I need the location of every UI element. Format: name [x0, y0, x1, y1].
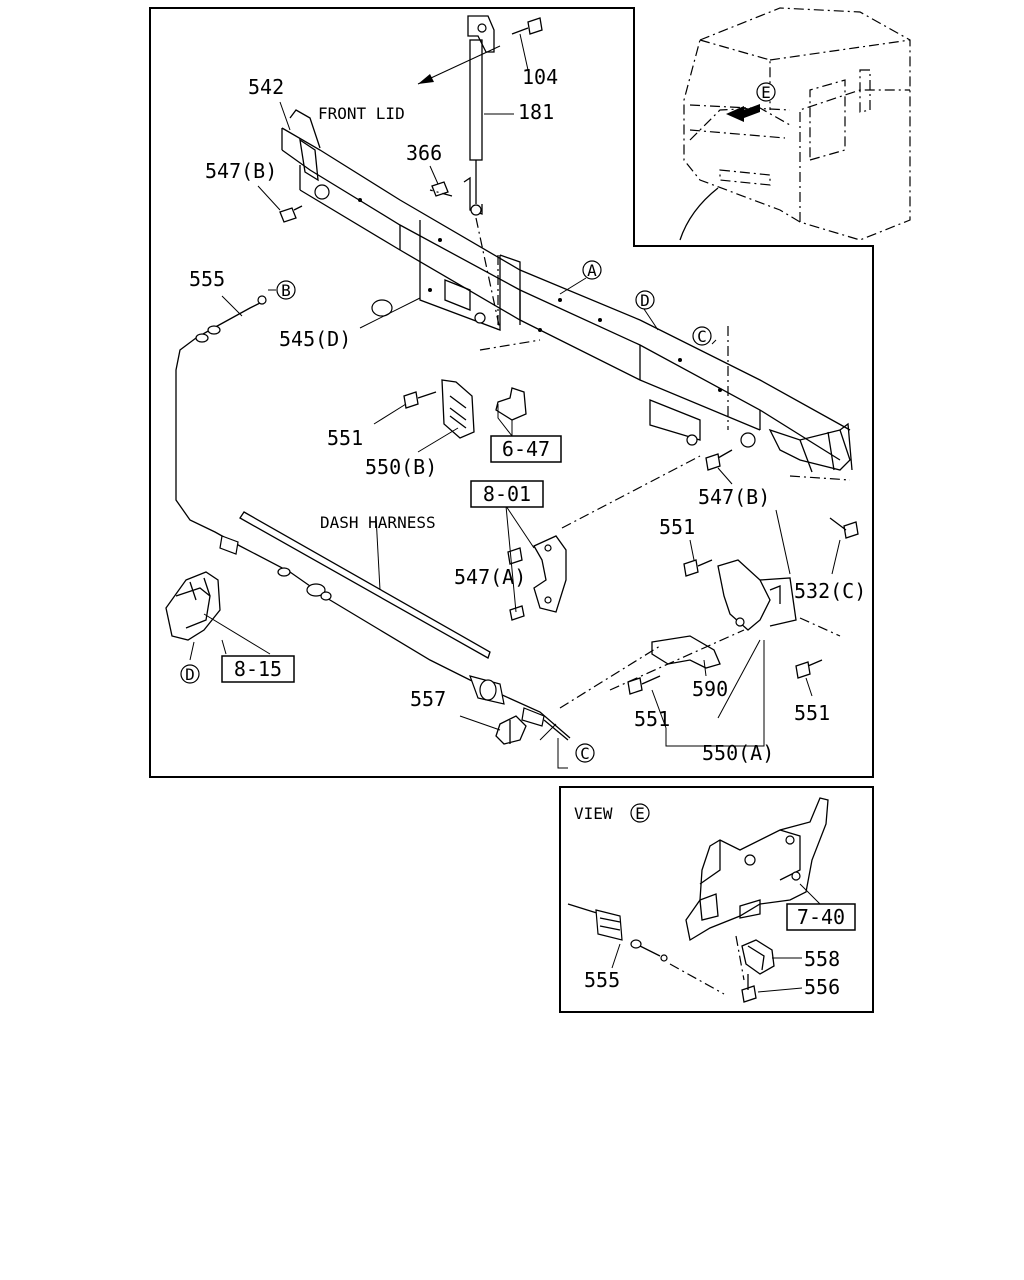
bracket-550b [403, 379, 475, 439]
label-551-a: 551 [327, 426, 363, 450]
front-lid-arrow [417, 45, 501, 85]
marker-d-bottom-label: D [185, 665, 195, 684]
label-547a: 547(A) [454, 565, 526, 589]
ref-box-815 [221, 655, 295, 683]
label-558: 558 [804, 947, 840, 971]
bolt-104 [511, 17, 543, 35]
screw-556 [741, 974, 757, 1003]
plug-545d [371, 299, 393, 317]
marker-d-top-label: D [640, 291, 650, 310]
view-e-bracket [685, 797, 829, 942]
bolt-551-d [795, 659, 823, 679]
label-551-c: 551 [634, 707, 670, 731]
ref-815-label: 8-15 [234, 657, 282, 681]
main-frame [149, 7, 874, 778]
dashed-leaders [479, 255, 851, 709]
bolt-547b-right [705, 449, 733, 471]
cable-555 [175, 295, 571, 741]
label-532c: 532(C) [794, 579, 866, 603]
ref-801-label: 8-01 [483, 482, 531, 506]
nut-366 [431, 181, 449, 197]
view-e-marker [630, 803, 650, 823]
label-590: 590 [692, 677, 728, 701]
bolt-551-c [627, 675, 661, 695]
label-556: 556 [804, 975, 840, 999]
clip-557 [495, 715, 527, 745]
ref-box-740 [786, 903, 856, 931]
label-dash-harness: DASH HARNESS [320, 513, 436, 532]
marker-c-bottom [575, 743, 595, 763]
bracket-647 [495, 387, 527, 421]
gas-strut [429, 15, 501, 331]
label-547b-right: 547(B) [698, 485, 770, 509]
marker-c-bottom-label: C [580, 744, 590, 763]
marker-d-top [635, 290, 655, 310]
bolt-547b-top [279, 205, 303, 223]
bracket-550a [717, 559, 797, 631]
view-e-marker-label: E [635, 804, 645, 823]
marker-b-label: B [281, 281, 291, 300]
label-550a: 550(A) [702, 741, 774, 765]
cross-member [281, 109, 853, 473]
ref-740-label: 7-40 [797, 905, 845, 929]
bracket-801 [507, 535, 567, 621]
label-555-main: 555 [189, 267, 225, 291]
marker-c-top [692, 326, 712, 346]
label-547b-top: 547(B) [205, 159, 277, 183]
leader-lines [189, 33, 841, 769]
bolt-532c [829, 517, 859, 539]
label-557: 557 [410, 687, 446, 711]
clip-558 [741, 939, 775, 975]
label-551-d: 551 [794, 701, 830, 725]
label-545d: 545(D) [279, 327, 351, 351]
marker-d-bottom [180, 664, 200, 684]
label-181: 181 [518, 100, 554, 124]
ref-box-647 [490, 435, 562, 463]
label-542: 542 [248, 75, 284, 99]
label-view: VIEW [574, 804, 613, 823]
view-marker-e [756, 82, 776, 102]
marker-c-top-label: C [697, 327, 707, 346]
bolt-551-b [683, 559, 713, 577]
label-front-lid: FRONT LID [318, 104, 405, 123]
label-551-b: 551 [659, 515, 695, 539]
marker-b [276, 280, 296, 300]
marker-a-label: A [587, 261, 597, 280]
label-104: 104 [522, 65, 558, 89]
marker-a [582, 260, 602, 280]
label-550b: 550(B) [365, 455, 437, 479]
bracket-590 [651, 635, 721, 669]
grommet-815 [165, 571, 221, 641]
view-e-cable [567, 903, 668, 962]
dash-harness-line [239, 511, 491, 659]
label-555-view: 555 [584, 968, 620, 992]
marker-e-label: E [761, 83, 771, 102]
ref-box-801 [470, 480, 544, 508]
ref-647-label: 6-47 [502, 437, 550, 461]
cab-inset: E [679, 7, 911, 241]
label-366: 366 [406, 141, 442, 165]
view-e-frame [559, 786, 874, 1013]
